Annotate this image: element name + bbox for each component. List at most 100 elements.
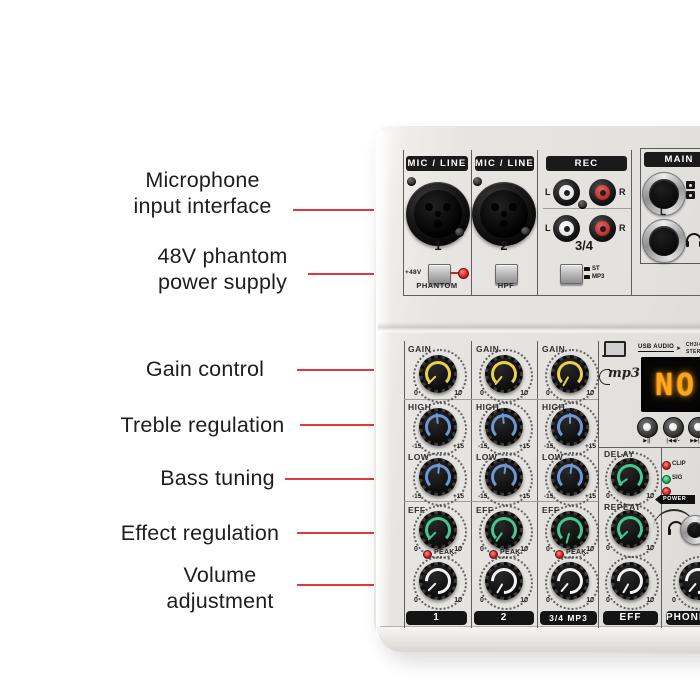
- divider: [661, 447, 662, 628]
- channel-pill-1: 1: [406, 611, 467, 625]
- divider: [543, 208, 631, 209]
- divider: [404, 341, 405, 628]
- gain-label: GAIN: [542, 344, 566, 354]
- leader-line-treble: [300, 424, 418, 426]
- volume-knob-ch34[interactable]: [551, 562, 589, 600]
- high-scale: -15+15: [544, 443, 596, 450]
- display-readout: NO: [655, 368, 698, 403]
- volume-knob-ch2[interactable]: [485, 562, 523, 600]
- phantom-led: [458, 268, 469, 279]
- eff-knob-ch34[interactable]: [551, 511, 589, 549]
- rca-cap: [559, 185, 574, 200]
- low-knob-ch34[interactable]: [551, 458, 589, 496]
- hpf-label: HPF: [497, 281, 515, 290]
- volume-knob-ch1[interactable]: [419, 562, 457, 600]
- low-label: LOW: [476, 452, 498, 462]
- gain-knob-ch1[interactable]: [419, 355, 457, 393]
- prev-track-label: |◀◀/-: [666, 438, 680, 444]
- power-led: [662, 487, 671, 496]
- rca-cap: [559, 221, 574, 236]
- headphone-icon: [686, 233, 700, 247]
- rca-jack-white-row2: [553, 215, 580, 242]
- annotation-bass: Bass tuning: [160, 466, 275, 490]
- peak-label: PEAK: [434, 549, 455, 556]
- clip-label: CLIP: [672, 461, 686, 467]
- play-pause-button[interactable]: [637, 417, 658, 438]
- low-knob-ch2[interactable]: [485, 458, 523, 496]
- high-knob-ch1[interactable]: [419, 408, 457, 446]
- main-out-jack-l: [642, 172, 686, 216]
- repeat-knob[interactable]: [611, 510, 649, 548]
- usb-stereo-label: STEREO: [686, 349, 700, 355]
- eff-knob-ch1[interactable]: [419, 511, 457, 549]
- power-label: POWER: [655, 495, 695, 504]
- phones-volume-knob[interactable]: [679, 562, 700, 600]
- screw: [578, 200, 587, 209]
- st-mp3-button[interactable]: [560, 264, 583, 284]
- high-scale: -15+15: [412, 443, 464, 450]
- xlr-pins: [501, 211, 507, 217]
- leader-line-mic: [293, 209, 400, 211]
- knob-ticks: [479, 556, 533, 610]
- low-knob-ch1[interactable]: [419, 458, 457, 496]
- divider: [598, 341, 599, 628]
- main-section-box: [640, 148, 700, 264]
- channel-34-number: 3/4: [574, 238, 594, 253]
- speaker-icon: [686, 181, 695, 201]
- next-track-label: ▶▶|/+: [690, 438, 700, 444]
- channel-1-number: 1: [434, 238, 442, 253]
- high-label: HIGH: [476, 402, 500, 412]
- divider: [631, 150, 632, 295]
- high-scale: -15+15: [478, 443, 530, 450]
- annotation-mic-input: Microphone input interface: [133, 168, 272, 218]
- clip-led: [662, 461, 671, 470]
- hpf-button[interactable]: [495, 264, 518, 284]
- header-rec: REC: [546, 156, 627, 171]
- divider: [471, 341, 472, 628]
- mixer-left-bevel: [376, 130, 392, 646]
- phantom-button[interactable]: [428, 264, 451, 284]
- channel-2-number: 2: [500, 238, 508, 253]
- rca-l-label: L: [545, 187, 551, 197]
- high-label: HIGH: [542, 402, 566, 412]
- rca-cap: [595, 221, 610, 236]
- high-knob-ch34[interactable]: [551, 408, 589, 446]
- main-l-label: L: [659, 207, 667, 218]
- main-out-jack-r: [642, 219, 686, 263]
- gain-knob-ch2[interactable]: [485, 355, 523, 393]
- eff-knob-ch2[interactable]: [485, 511, 523, 549]
- high-knob-ch2[interactable]: [485, 408, 523, 446]
- phantom-led-link: [450, 272, 459, 274]
- peak-label: PEAK: [500, 549, 521, 556]
- panel-seam: [378, 322, 700, 334]
- knob-ticks: [605, 556, 659, 610]
- screw: [521, 227, 530, 236]
- annotation-effect: Effect regulation: [120, 521, 280, 545]
- gain-knob-ch34[interactable]: [551, 355, 589, 393]
- eff-pill: EFF: [603, 611, 658, 625]
- low-scale: -15+15: [412, 493, 464, 500]
- laptop-icon: [602, 341, 626, 357]
- annotation-phantom: 48V phantom power supply: [157, 244, 288, 294]
- mp3-display: NO: [641, 357, 700, 412]
- eff-return-knob[interactable]: [611, 562, 649, 600]
- phones-scale: 0: [672, 597, 676, 604]
- low-label: LOW: [408, 452, 430, 462]
- delay-knob[interactable]: [611, 458, 649, 496]
- play-pause-label: ▶||: [643, 438, 651, 444]
- prev-track-button[interactable]: [663, 417, 684, 438]
- low-scale: -15+15: [478, 493, 530, 500]
- source-st-row: ST: [584, 266, 600, 272]
- low-label: LOW: [542, 452, 564, 462]
- rca-r-label: R: [619, 187, 626, 197]
